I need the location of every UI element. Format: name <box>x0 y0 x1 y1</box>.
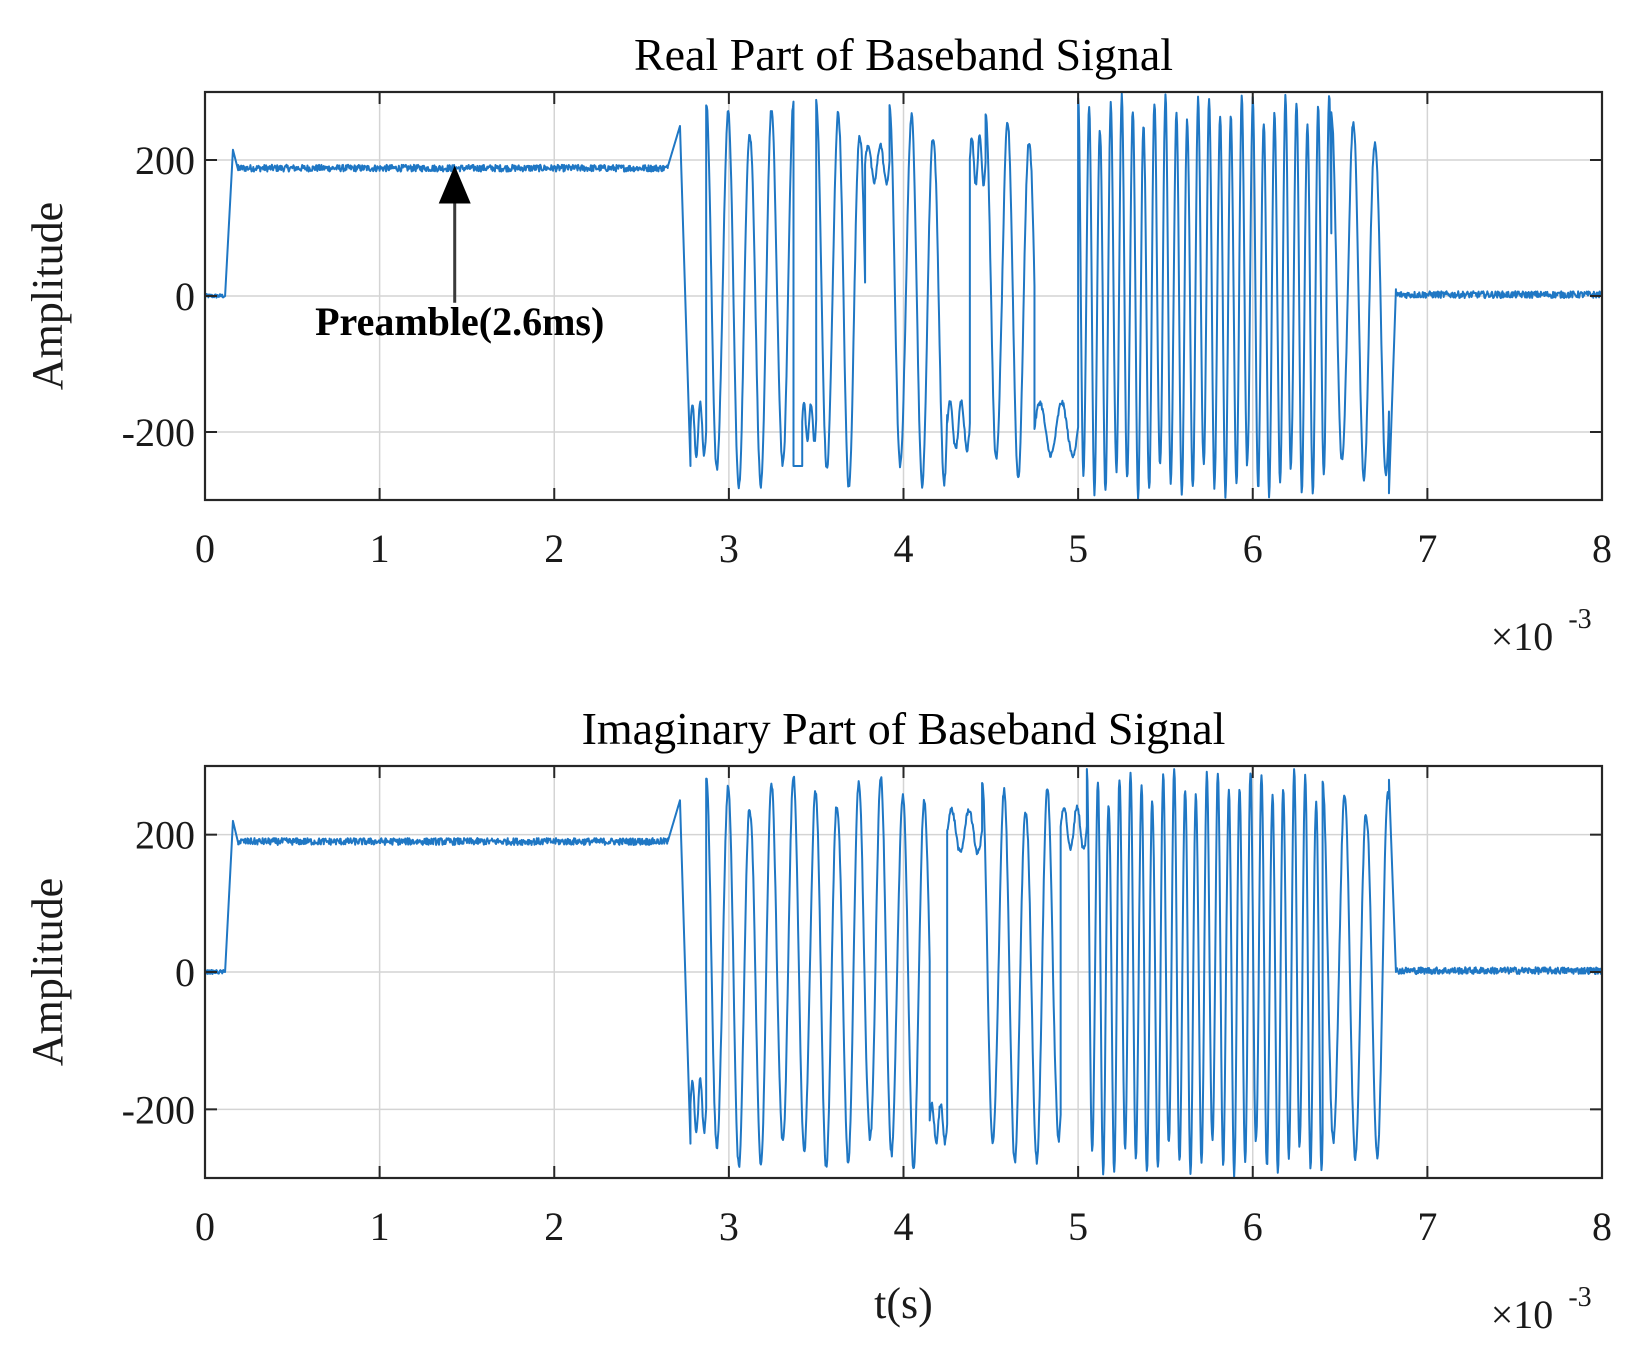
x-axis-label: t(s) <box>874 1279 933 1328</box>
signal-series-line <box>205 767 1602 1178</box>
x-tick-label: 1 <box>370 1204 390 1249</box>
x-tick-label: 1 <box>370 526 390 571</box>
subplot-real: 0 1 2 3 4 5 6 7 8 -200 0 200 Real Part of Baseband S… <box>23 29 1612 659</box>
x-tick-label: 7 <box>1417 526 1437 571</box>
x-tick-label: 8 <box>1592 526 1612 571</box>
y-axis-label: Amplitude <box>23 202 72 390</box>
x-tick-label: 5 <box>1068 1204 1088 1249</box>
annotation-arrow-head <box>438 165 471 204</box>
x-tick-label: 5 <box>1068 526 1088 571</box>
y-tick-label: 200 <box>135 138 195 183</box>
y-tick-label: 200 <box>135 813 195 858</box>
x-tick-label: 4 <box>894 526 914 571</box>
annotation-label: Preamble(2.6ms) <box>315 299 604 344</box>
y-tick-label: 0 <box>175 274 195 319</box>
x-tick-label: 3 <box>719 1204 739 1249</box>
x-tick-label: 8 <box>1592 1204 1612 1249</box>
x-axis-multiplier: ×10 <box>1491 614 1554 659</box>
y-axis-label: Amplitude <box>23 878 72 1066</box>
subplot-imaginary: 0 1 2 3 4 5 6 7 8 -200 0 200 Imaginary Part of Baseb… <box>23 703 1612 1337</box>
y-tick-label: 0 <box>175 950 195 995</box>
x-axis-multiplier: ×10 <box>1491 1292 1554 1337</box>
signal-series-line <box>205 92 1602 500</box>
x-axis-multiplier-exponent: -3 <box>1568 604 1591 635</box>
x-tick-label: 6 <box>1243 1204 1263 1249</box>
x-tick-label: 0 <box>195 526 215 571</box>
x-axis-multiplier-exponent: -3 <box>1568 1282 1591 1313</box>
x-tick-label: 2 <box>544 526 564 571</box>
x-tick-label: 7 <box>1417 1204 1437 1249</box>
y-tick-label: -200 <box>122 410 195 455</box>
y-tick-label: -200 <box>122 1087 195 1132</box>
x-tick-label: 3 <box>719 526 739 571</box>
x-tick-label: 6 <box>1243 526 1263 571</box>
x-tick-label: 0 <box>195 1204 215 1249</box>
x-tick-label: 2 <box>544 1204 564 1249</box>
chart-title: Real Part of Baseband Signal <box>634 29 1173 80</box>
x-tick-label: 4 <box>894 1204 914 1249</box>
chart-title: Imaginary Part of Baseband Signal <box>582 703 1226 754</box>
